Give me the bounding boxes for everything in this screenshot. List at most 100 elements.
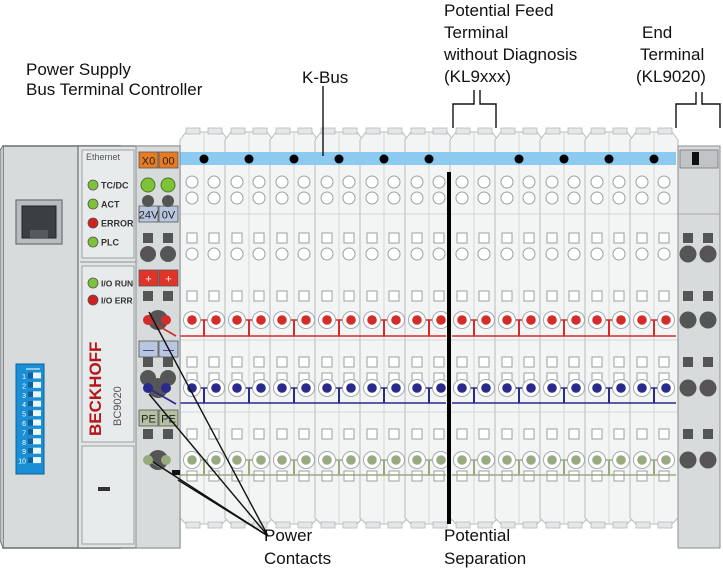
terminal-opening xyxy=(432,247,446,261)
terminal-opening xyxy=(432,191,446,205)
end-screw xyxy=(699,451,717,469)
terminal-slot xyxy=(231,290,243,302)
contact-slot xyxy=(143,291,153,301)
latch-tab xyxy=(185,127,201,135)
status-led-label-3: ERROR xyxy=(101,219,134,229)
terminal-opening xyxy=(522,247,536,261)
terminal-tag-5: + xyxy=(145,274,151,286)
latch-tab xyxy=(635,521,651,529)
terminal-opening xyxy=(207,191,221,205)
contact-slot xyxy=(143,429,153,439)
power-contact-pin xyxy=(211,315,221,325)
end-screw xyxy=(679,245,697,263)
end-screw xyxy=(699,379,717,397)
dip-knob xyxy=(28,400,33,407)
power-contact-pointer-1 xyxy=(148,311,269,537)
power-contact-pin xyxy=(436,455,446,465)
io-led-label-2: I/O ERR xyxy=(101,296,133,306)
power-contact-pin xyxy=(232,455,242,465)
terminal-slot xyxy=(636,232,648,244)
terminal-slot xyxy=(411,290,423,302)
latch-tab xyxy=(387,521,403,529)
power-contact-pin xyxy=(211,455,221,465)
terminal-tag-9: PE xyxy=(141,414,156,426)
dip-knob xyxy=(28,419,33,426)
status-led-icon xyxy=(87,198,99,210)
dip-knob xyxy=(28,372,33,379)
terminal-slot xyxy=(658,470,670,482)
terminal-opening xyxy=(657,247,671,261)
dip-slider xyxy=(28,457,41,464)
terminal-opening xyxy=(342,191,356,205)
terminal-opening xyxy=(230,247,244,261)
power-contact-pin xyxy=(592,383,602,393)
contact-screw xyxy=(160,246,176,262)
terminal-slot xyxy=(478,232,490,244)
end-slot xyxy=(683,291,693,301)
power-contact-pin xyxy=(592,455,602,465)
terminal-slot xyxy=(298,356,310,368)
terminal-slot xyxy=(298,470,310,482)
power-contact-pin xyxy=(211,383,221,393)
terminal-slot xyxy=(321,232,333,244)
latch-tab xyxy=(275,521,291,529)
feed-pin xyxy=(161,455,171,465)
terminal-slot xyxy=(321,290,333,302)
latch-tab xyxy=(612,127,628,135)
power-contact-pin xyxy=(616,383,626,393)
terminal-slot xyxy=(501,290,513,302)
terminal-slot xyxy=(366,470,378,482)
terminal-slot xyxy=(568,232,580,244)
latch-tab xyxy=(365,521,381,529)
power-contact-pin xyxy=(436,383,446,393)
power-contact-pin xyxy=(457,455,467,465)
terminal-opening xyxy=(387,247,401,261)
terminal-slot xyxy=(456,232,468,244)
feed-line4: (KL9xxx) xyxy=(444,67,512,86)
kbus-contact-dot xyxy=(244,154,254,164)
terminal-slot xyxy=(478,290,490,302)
power-contact-pin xyxy=(391,315,401,325)
kbus-contact-dot xyxy=(604,154,614,164)
terminal-slot xyxy=(658,232,670,244)
terminal-slot xyxy=(343,470,355,482)
latch-tab xyxy=(387,127,403,135)
terminal-opening xyxy=(185,191,199,205)
terminal-opening xyxy=(252,175,266,189)
terminal-slot xyxy=(501,356,513,368)
terminal-opening xyxy=(500,191,514,205)
feed-terminal-label: Potential Feed Terminal without Diagnosi… xyxy=(444,0,577,88)
latch-tab xyxy=(522,521,538,529)
terminal-opening xyxy=(410,247,424,261)
dip-slider xyxy=(28,381,41,388)
end-slot xyxy=(683,357,693,367)
power-contact-pin xyxy=(481,315,491,325)
end-terminal-bracket xyxy=(675,92,721,128)
terminal-slot xyxy=(276,428,288,440)
terminal-slot xyxy=(591,356,603,368)
status-led-label-1: TC/DC xyxy=(101,181,129,191)
io-led-label-1: I/O RUN xyxy=(101,279,133,289)
end-terminal-label: End Terminal (KL9020) xyxy=(636,22,706,88)
power-contact-pin xyxy=(301,315,311,325)
terminal-opening xyxy=(590,175,604,189)
terminal-opening xyxy=(635,175,649,189)
latch-tab xyxy=(635,127,651,135)
terminal-slot xyxy=(568,470,580,482)
terminal-slot xyxy=(321,428,333,440)
power-contact-pin xyxy=(256,315,266,325)
terminal-slot xyxy=(208,232,220,244)
terminal-slot xyxy=(523,290,535,302)
contact-slot xyxy=(163,357,173,367)
terminal-slot xyxy=(411,470,423,482)
power-contact-pin xyxy=(502,315,512,325)
power-contact-pin xyxy=(637,383,647,393)
contact-slot xyxy=(163,291,173,301)
power-contact-pin xyxy=(367,383,377,393)
terminal-opening xyxy=(590,247,604,261)
end-line2: Terminal xyxy=(640,45,705,64)
terminal-slot xyxy=(208,356,220,368)
feed-link xyxy=(147,319,177,337)
